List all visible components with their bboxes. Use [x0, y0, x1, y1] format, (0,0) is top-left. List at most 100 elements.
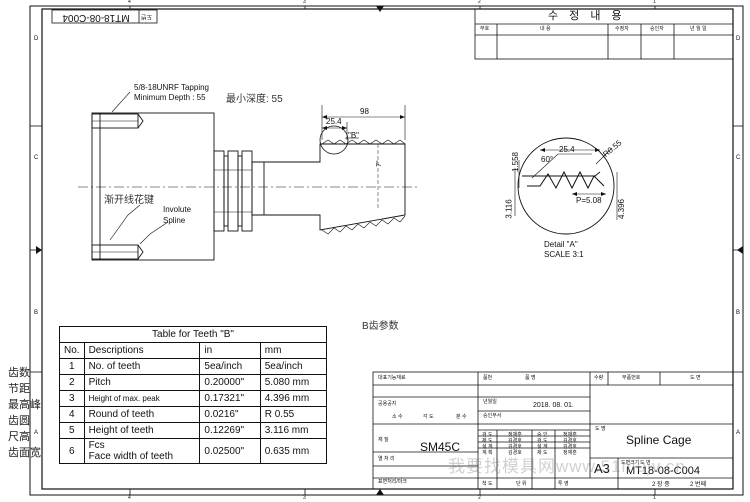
tb-remark-label: 도 면	[690, 375, 701, 381]
tb-qty-label: 수량	[594, 375, 604, 381]
row-desc: Pitch	[83, 374, 201, 391]
tb-project-label: 대표기능재료	[378, 375, 406, 381]
teeth-table: Table for Teeth "B" No. Descriptions in …	[59, 326, 328, 464]
tb-title-label: 도 명	[595, 426, 606, 432]
row-desc: No. of teeth	[83, 358, 201, 375]
row-in: 5ea/inch	[199, 358, 261, 375]
spline-cn-label: 渐开线花键	[104, 195, 154, 206]
zone-number-4: 4	[128, 0, 131, 5]
zone-number-3-bottom: 3	[303, 495, 306, 501]
zone-letter-d: D	[34, 36, 39, 42]
detail-dim-1-558: 1.558	[511, 151, 521, 173]
row-no: 2	[59, 374, 85, 391]
table-row: 1 No. of teeth 5ea/inch 5ea/inch	[59, 358, 328, 375]
tb-size-value: A3	[594, 461, 610, 476]
revision-header-date: 년 월 일	[690, 26, 707, 32]
tb-sheet-no: 2 번째	[690, 482, 707, 488]
tb-sign-name-1: 정재훈	[508, 432, 522, 438]
tb-sign-label-3: 설 계	[482, 444, 493, 450]
zone-number-2: 2	[478, 0, 481, 5]
zone-number-1: 1	[653, 0, 656, 5]
side-label-round: 齿圆	[8, 415, 30, 427]
tb-name-label: 품 명	[525, 375, 536, 381]
teeth-header-mm: mm	[259, 342, 328, 359]
tapping-note-line1: 5/8-18UNRF Tapping	[134, 83, 210, 92]
row-no: 4	[59, 406, 85, 423]
min-depth-cn: 最小深度: 55	[226, 94, 283, 105]
teeth-header-desc: Descriptions	[83, 342, 201, 359]
tb-sign2-name-4: 정재훈	[563, 450, 577, 456]
dim-arrows	[322, 115, 405, 130]
tb-sign2-name-2: 김경호	[563, 438, 577, 444]
mirrored-number-prefix: 도번	[141, 13, 153, 19]
revision-table-lines	[474, 8, 734, 60]
row-desc: Height of max. peak	[83, 390, 201, 407]
revision-header-editor: 수정자	[615, 26, 629, 32]
row-mm: 4.396 mm	[259, 390, 328, 407]
detail-dim-pitch: P=5.08	[576, 196, 602, 205]
zone-number-3: 3	[303, 0, 306, 5]
dim-7deg: 7°	[375, 160, 383, 167]
zone-number-1-bottom: 1	[653, 495, 656, 501]
row-mm: 5.080 mm	[259, 374, 328, 391]
side-label-face-width: 齿面宽	[8, 447, 41, 459]
tb-projection-label: 투 영	[558, 481, 569, 487]
row-mm: 3.116 mm	[259, 422, 328, 439]
title-block-lines	[372, 371, 734, 490]
center-arrow-right	[737, 246, 743, 254]
table-row: 4 Round of teeth 0.0216" R 0.55	[59, 406, 328, 423]
tb-date-value: 2018. 08. 01.	[533, 402, 574, 409]
dim-25-4: 25.4	[326, 117, 342, 126]
row-desc: Height of teeth	[83, 422, 201, 439]
zone-number-2-bottom: 2	[478, 495, 481, 501]
detail-dim-3-116: 3.116	[504, 199, 514, 219]
tb-sheet-value: 2 장 중	[652, 482, 670, 488]
tb-sub-label-1: 소 수	[392, 414, 403, 420]
tb-sub-label-3: 분 수	[456, 414, 467, 420]
detail-b-label: "B"	[348, 131, 360, 140]
row-no: 5	[59, 422, 85, 439]
mirrored-drawing-number: MT18-08-C004	[62, 12, 130, 23]
row-in: 0.20000"	[199, 374, 261, 391]
zone-letter-d-right: D	[736, 36, 741, 42]
center-arrow-left	[36, 246, 42, 254]
tb-material-label: 재 질	[378, 437, 389, 443]
zone-letter-b-right: B	[736, 310, 741, 316]
row-no: 3	[59, 390, 85, 407]
table-row: 3 Height of max. peak 0.17321" 4.396 mm	[59, 390, 328, 407]
tb-approver-label: 승인부서	[483, 413, 502, 419]
detail-dim-4-396: 4.396	[617, 198, 627, 220]
detail-dim-25-4: 25.4	[559, 145, 575, 154]
teeth-header-no: No.	[59, 342, 85, 359]
detail-a-label: Detail "A"	[544, 240, 578, 249]
row-mm: 5ea/inch	[259, 358, 328, 375]
zone-letter-c: C	[34, 155, 39, 161]
tb-unit-label: 단 위	[516, 481, 527, 487]
side-label-teeth-count: 齿数	[8, 367, 30, 379]
row-in: 0.12269"	[199, 422, 261, 439]
revision-header-code: 부호	[480, 26, 490, 32]
row-mm: 0.635 mm	[259, 438, 328, 464]
detail-a-scale: SCALE 3:1	[544, 250, 584, 259]
revision-header-approver: 승인자	[650, 26, 664, 32]
zone-letter-b: B	[34, 310, 39, 316]
zone-letter-a-right: A	[736, 430, 741, 436]
tb-sign2-label-2: 검 도	[537, 438, 548, 444]
side-label-height: 尺高	[8, 431, 30, 443]
row-desc-line2: Face width of teeth	[88, 451, 174, 462]
row-no: 1	[59, 358, 85, 375]
involute-label-line2: Spline	[163, 216, 186, 225]
tb-sign2-name-3: 김경호	[563, 444, 577, 450]
b-params-cn: B齿参数	[362, 321, 399, 332]
tb-title-value: Spline Cage	[626, 433, 692, 447]
revision-header-content: 내 용	[540, 26, 551, 32]
detail-a-arrows	[540, 148, 606, 196]
tb-size-label: 도면크기	[621, 460, 640, 466]
tb-sign2-label-3: 설 계	[537, 444, 548, 450]
table-row: 2 Pitch 0.20000" 5.080 mm	[59, 374, 328, 391]
tb-sign-name-2: 김경호	[508, 438, 522, 444]
tb-heat-label: 열 처 리	[378, 456, 395, 462]
tb-part-no-label: 부품번호	[622, 375, 641, 381]
